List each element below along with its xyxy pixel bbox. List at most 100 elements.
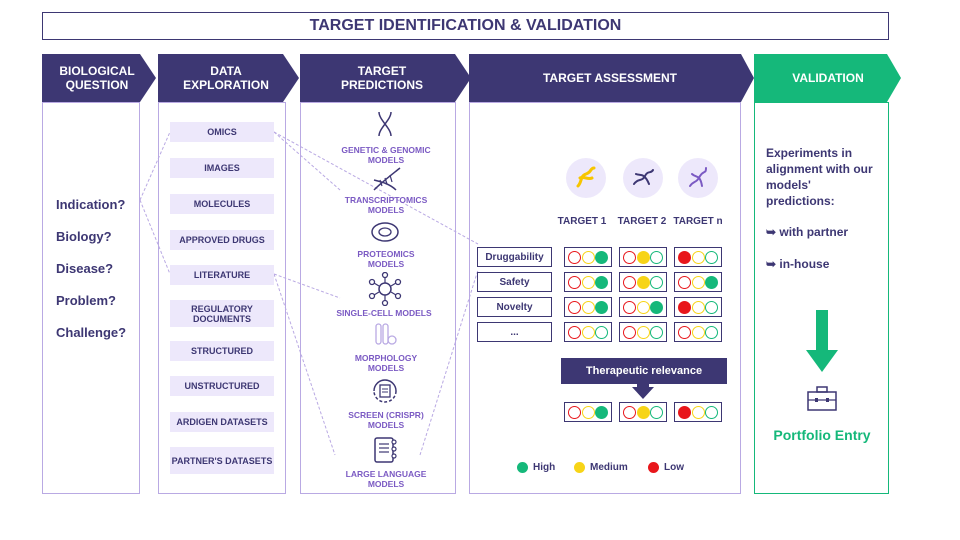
yellow-rating-dot [691, 300, 705, 314]
green-rating-dot [705, 405, 719, 419]
green-rating-dot [650, 325, 664, 339]
red-rating-dot [677, 275, 691, 289]
dna-helix-icon [378, 111, 392, 137]
red-rating-dot [567, 405, 581, 419]
green-rating-dot [650, 250, 664, 264]
yellow-rating-dot [581, 405, 595, 419]
data-source-partners: PARTNER'S DATASETS [170, 447, 274, 474]
question-indication: Indication? [56, 197, 126, 212]
model-label-proteomics: PROTEOMICS MODELS [357, 249, 415, 269]
legend-medium-dot [574, 462, 585, 473]
red-rating-dot [622, 405, 636, 419]
green-rating-dot [650, 405, 664, 419]
criterion-druggability: Druggability [477, 247, 552, 267]
document-icon [374, 437, 397, 463]
legend-high: High [517, 462, 555, 473]
yellow-rating-dot [581, 275, 595, 289]
therapeutic-rating-cell [564, 402, 612, 422]
yellow-rating-dot [691, 275, 705, 289]
stage-arrow-assessment [469, 54, 754, 102]
rating-cell [619, 272, 667, 292]
target-n-protein-icon [678, 158, 718, 198]
green-rating-dot [705, 275, 719, 289]
legend-high-dot [517, 462, 528, 473]
protein-icon [371, 222, 399, 242]
portfolio-entry: Portfolio Entry [773, 427, 871, 443]
stage-arrow-biological [42, 54, 156, 102]
validation-panel [754, 102, 889, 494]
green-rating-dot [705, 250, 719, 264]
rating-cell [674, 272, 722, 292]
red-rating-dot [567, 275, 581, 289]
legend-medium-label: Medium [590, 462, 628, 473]
red-rating-dot [622, 300, 636, 314]
criterion-safety: Safety [477, 272, 552, 292]
data-source-ardigen: ARDIGEN DATASETS [170, 412, 274, 432]
red-rating-dot [567, 300, 581, 314]
question-biology: Biology? [56, 229, 112, 244]
red-rating-dot [567, 250, 581, 264]
red-rating-dot [677, 405, 691, 419]
green-rating-dot [650, 300, 664, 314]
rating-cell [564, 272, 612, 292]
rating-cell [564, 322, 612, 342]
yellow-rating-dot [636, 325, 650, 339]
green-rating-dot [595, 275, 609, 289]
yellow-rating-dot [691, 250, 705, 264]
target-label-1: TARGET 1 [557, 216, 607, 227]
stage-label-assessment: TARGET ASSESSMENT [542, 71, 677, 85]
target-label-2: TARGET 2 [617, 216, 667, 227]
red-rating-dot [622, 275, 636, 289]
target-2-protein-icon [623, 158, 663, 198]
green-rating-dot [595, 325, 609, 339]
target-1-protein-icon [566, 158, 606, 198]
yellow-rating-dot [636, 405, 650, 419]
red-rating-dot [622, 325, 636, 339]
validation-description: Experiments in alignment with our models… [766, 146, 873, 208]
stage-arrow-data [158, 54, 299, 102]
red-rating-dot [677, 250, 691, 264]
yellow-rating-dot [691, 325, 705, 339]
legend-high-label: High [533, 462, 556, 473]
rating-cell [674, 297, 722, 317]
validation-option-inhouse: ➥ in-house [766, 257, 830, 271]
screen-cycle-icon [373, 379, 397, 403]
green-down-arrow-icon [806, 310, 838, 372]
therapeutic-relevance-bar: Therapeutic relevance [561, 358, 727, 384]
cell-network-icon [368, 272, 402, 306]
rating-cell [674, 322, 722, 342]
yellow-rating-dot [581, 250, 595, 264]
green-rating-dot [650, 275, 664, 289]
model-label-screen: SCREEN (CRISPR) MODELS [348, 410, 424, 430]
target-predictions-panel [300, 102, 456, 494]
data-source-literature: LITERATURE [170, 265, 274, 285]
criterion-more: ... [477, 322, 552, 342]
data-exploration-panel [158, 102, 286, 494]
data-source-structured: STRUCTURED [170, 341, 274, 361]
validation-option-partner: ➥ with partner [766, 225, 849, 239]
stage-label-predictions: TARGET PREDICTIONS [340, 64, 423, 92]
target-assessment-panel [469, 102, 741, 494]
stage-label-biological: BIOLOGICAL QUESTION [59, 64, 135, 92]
legend-low-dot [648, 462, 659, 473]
red-rating-dot [622, 250, 636, 264]
target-label-n: TARGET n [673, 216, 723, 227]
model-label-morphology: MORPHOLOGY MODELS [354, 353, 418, 373]
red-rating-dot [677, 325, 691, 339]
down-arrow-icon [632, 383, 654, 399]
therapeutic-rating-cell [674, 402, 722, 422]
yellow-rating-dot [581, 300, 595, 314]
question-challenge: Challenge? [56, 325, 127, 340]
question-disease: Disease? [56, 261, 114, 276]
page-title: TARGET IDENTIFICATION & VALIDATION [42, 12, 889, 40]
green-rating-dot [705, 300, 719, 314]
data-source-regulatory: REGULATORY DOCUMENTS [170, 300, 274, 327]
question-problem: Problem? [56, 293, 116, 308]
model-label-genetic: GENETIC & GENOMIC MODELS [341, 145, 431, 165]
legend-medium: Medium [574, 462, 628, 473]
red-rating-dot [677, 300, 691, 314]
stage-arrow-predictions [300, 54, 471, 102]
stage-label-data: DATA EXPLORATION [183, 64, 269, 92]
model-label-transcriptomics: TRANSCRIPTOMICS MODELS [344, 195, 428, 215]
legend-low-label: Low [664, 462, 684, 473]
